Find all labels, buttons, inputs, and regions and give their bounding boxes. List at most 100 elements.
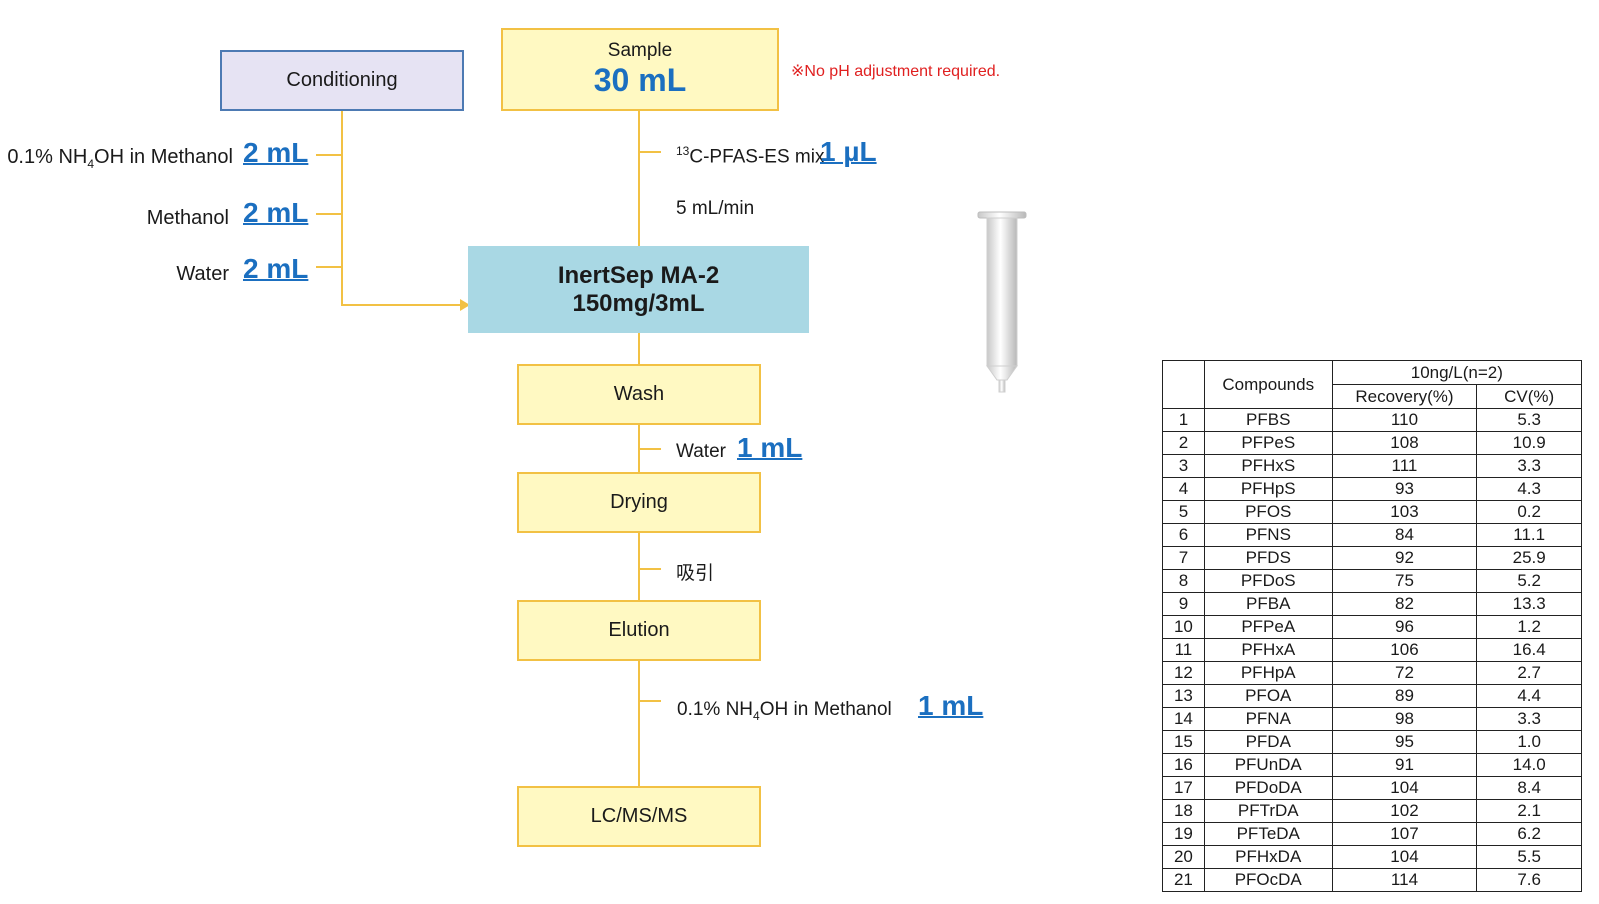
- recovery-cell: 95: [1331, 730, 1478, 754]
- compound-cell: PFUnDA: [1203, 753, 1333, 777]
- row-number: 9: [1162, 592, 1205, 616]
- flow-rate: 5 mL/min: [676, 198, 755, 219]
- cv-cell: 8.4: [1476, 776, 1582, 800]
- header-recovery: Recovery(%): [1331, 384, 1478, 409]
- conditioning-tick-3: [316, 266, 342, 268]
- cartridge-to-wash-line: [638, 333, 640, 365]
- compound-cell: PFPeA: [1203, 615, 1333, 639]
- compound-cell: PFNS: [1203, 523, 1333, 547]
- row-number: 1: [1162, 408, 1205, 432]
- drying-method: 吸引: [676, 563, 715, 584]
- conditioning-reagent-2: Methanol: [147, 207, 229, 230]
- recovery-cell: 92: [1331, 546, 1478, 570]
- row-number: 17: [1162, 776, 1205, 800]
- spike-label: 13C-PFAS-ES mix: [676, 144, 824, 168]
- row-number: 8: [1162, 569, 1205, 593]
- recovery-cell: 93: [1331, 477, 1478, 501]
- cartridge-box: InertSep MA-2 150mg/3mL: [468, 246, 809, 333]
- sample-title: Sample: [607, 40, 673, 61]
- sample-volume: 30 mL: [593, 62, 687, 98]
- compound-cell: PFHpA: [1203, 661, 1333, 685]
- compound-cell: PFDA: [1203, 730, 1333, 754]
- cartridge-tube-icon: [977, 211, 1027, 393]
- wash-amount: 1 mL: [737, 432, 803, 463]
- row-number: 4: [1162, 477, 1205, 501]
- table-header-row-2: Recovery(%) CV(%): [1163, 384, 1582, 409]
- cv-cell: 5.2: [1476, 569, 1582, 593]
- cv-cell: 13.3: [1476, 592, 1582, 616]
- compound-cell: PFDS: [1203, 546, 1333, 570]
- conditioning-reagent-2-pre: Methanol: [146, 207, 229, 229]
- elution-amount: 1 mL: [918, 690, 984, 721]
- row-number: 3: [1162, 454, 1205, 478]
- sample-to-cartridge-line: [638, 111, 640, 246]
- cv-cell: 1.0: [1476, 730, 1582, 754]
- row-number: 16: [1162, 753, 1205, 777]
- recovery-cell: 84: [1331, 523, 1478, 547]
- row-number: 2: [1162, 431, 1205, 455]
- cv-cell: 1.2: [1476, 615, 1582, 639]
- compound-cell: PFPeS: [1203, 431, 1333, 455]
- row-number: 19: [1162, 822, 1205, 846]
- conditioning-reagent-1: 0.1% NH4OH in Methanol: [7, 146, 233, 171]
- wash-tick: [639, 448, 661, 450]
- cv-cell: 5.5: [1476, 845, 1582, 869]
- compound-cell: PFHxA: [1203, 638, 1333, 662]
- recovery-cell: 107: [1331, 822, 1478, 846]
- conditioning-connector-horizontal: [341, 304, 461, 306]
- analysis-box: LC/MS/MS: [517, 786, 761, 847]
- recovery-cell: 96: [1331, 615, 1478, 639]
- compound-cell: PFOS: [1203, 500, 1333, 524]
- compound-cell: PFOA: [1203, 684, 1333, 708]
- cv-cell: 3.3: [1476, 707, 1582, 731]
- cv-cell: 2.1: [1476, 799, 1582, 823]
- conditioning-reagent-1-pre: 0.1% NH: [7, 146, 88, 168]
- row-number: 12: [1162, 661, 1205, 685]
- cv-cell: 5.3: [1476, 408, 1582, 432]
- cv-cell: 11.1: [1476, 523, 1582, 547]
- row-number: 13: [1162, 684, 1205, 708]
- header-no: [1162, 360, 1205, 409]
- compound-cell: PFBA: [1203, 592, 1333, 616]
- elution-box: Elution: [517, 600, 761, 661]
- compound-cell: PFOcDA: [1203, 868, 1333, 892]
- sample-note: ※No pH adjustment required.: [791, 63, 1001, 80]
- spike-amount: 1 µL: [820, 136, 877, 167]
- cv-cell: 4.3: [1476, 477, 1582, 501]
- row-number: 10: [1162, 615, 1205, 639]
- compound-cell: PFTrDA: [1203, 799, 1333, 823]
- wash-reagent: Water: [676, 441, 726, 462]
- drying-to-elution-line: [638, 533, 640, 601]
- elution-reagent-pre: 0.1% NH: [677, 699, 754, 720]
- cv-cell: 10.9: [1476, 431, 1582, 455]
- row-number: 20: [1162, 845, 1205, 869]
- recovery-cell: 104: [1331, 776, 1478, 800]
- wash-title: Wash: [613, 383, 665, 405]
- recovery-cell: 111: [1331, 454, 1478, 478]
- compound-cell: PFDoDA: [1203, 776, 1333, 800]
- conditioning-amount-3: 2 mL: [243, 253, 309, 284]
- header-group: 10ng/L(n=2): [1331, 360, 1583, 385]
- row-number: 15: [1162, 730, 1205, 754]
- analysis-title: LC/MS/MS: [590, 805, 688, 827]
- cartridge-name: InertSep MA-2: [557, 261, 720, 289]
- drying-title: Drying: [610, 491, 668, 513]
- conditioning-box: Conditioning: [220, 50, 464, 111]
- recovery-cell: 106: [1331, 638, 1478, 662]
- recovery-cell: 103: [1331, 500, 1478, 524]
- recovery-cell: 110: [1331, 408, 1478, 432]
- elution-to-analysis-line: [638, 661, 640, 787]
- spike-name: C-PFAS-ES mix: [689, 146, 825, 168]
